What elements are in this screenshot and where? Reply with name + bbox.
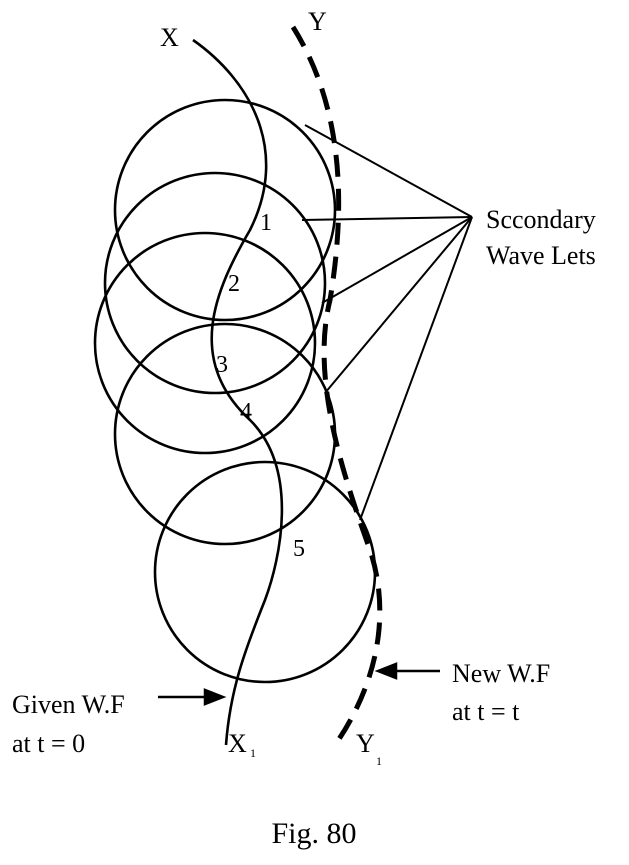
new-arrow-head — [374, 662, 398, 680]
pointer-line-2 — [301, 216, 473, 221]
given-wavefront-line — [192, 38, 284, 746]
wavelet-number-2: 2 — [228, 271, 240, 297]
secondary-wavelets-label-line2: Wave Lets — [486, 241, 596, 270]
wavelet-number-5: 5 — [293, 536, 305, 562]
given-arrow-head — [203, 688, 227, 706]
label-y1: Y — [356, 729, 375, 758]
wavelet-number-4: 4 — [240, 399, 252, 425]
secondary-wavelets-label-line1: Sccondary — [486, 205, 596, 234]
given-wavefront-label-line2: at t = 0 — [12, 729, 85, 758]
label-x1: X — [228, 729, 247, 758]
wavelet-circle-5 — [153, 460, 377, 684]
secondary-wavelets — [93, 98, 377, 684]
pointer-line-3 — [321, 216, 473, 304]
wavelet-circle-3 — [93, 231, 317, 455]
callout-arrows — [158, 662, 440, 706]
new-wavefront-label-line1: New W.F — [452, 659, 550, 688]
label-x1-subscript: 1 — [250, 746, 256, 760]
given-wavefront-label-line1: Given W.F — [12, 690, 125, 719]
new-wavefront-line — [290, 25, 383, 747]
wavelet-number-1: 1 — [260, 210, 272, 236]
figure-caption: Fig. 80 — [271, 817, 356, 850]
label-x: X — [160, 23, 179, 52]
new-wavefront-label-line2: at t = t — [452, 697, 520, 726]
pointer-line-5 — [359, 216, 473, 521]
pointer-line-1 — [304, 124, 473, 218]
wavelet-circle-2 — [103, 171, 327, 395]
wavelet-number-3: 3 — [216, 352, 228, 378]
wavelet-circle-1 — [113, 98, 337, 322]
wavelet-pointer-lines — [301, 124, 473, 521]
pointer-line-4 — [324, 216, 473, 394]
label-y1-subscript: 1 — [376, 754, 382, 768]
label-y: Y — [308, 7, 327, 36]
